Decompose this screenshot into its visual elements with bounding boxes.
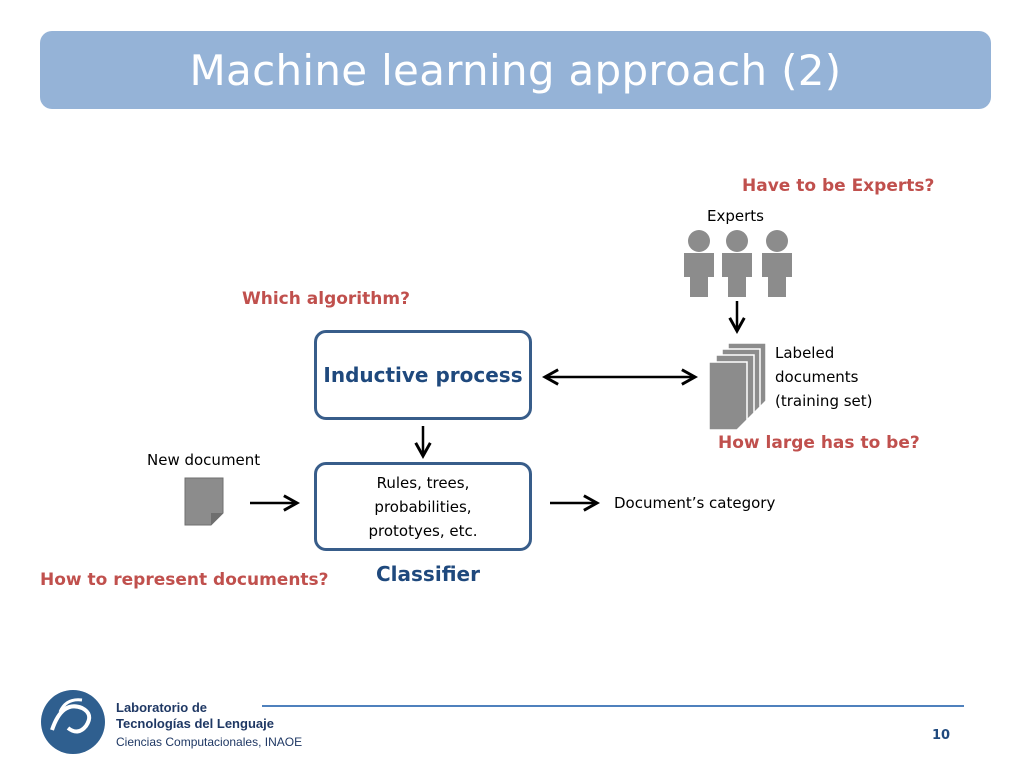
institution-name: Ciencias Computacionales, INAOE [116,735,303,749]
question-size: How large has to be? [718,433,920,453]
lab-logo-icon [41,690,105,754]
person-icon [684,230,714,297]
lab-name-line-1: Laboratorio de [116,700,208,715]
question-experts: Have to be Experts? [742,176,935,196]
document-icon [184,477,224,526]
labeled-documents-label: Labeled documents (training set) [775,341,873,413]
lab-name: Laboratorio de Tecnologías del Lenguaje [116,700,274,732]
lab-name-line-2: Tecnologías del Lenguaje [116,716,274,731]
classifier-line-3: prototyes, etc. [368,521,478,540]
question-algorithm: Which algorithm? [242,289,410,309]
inductive-process-label: Inductive process [323,363,523,387]
person-icon [722,230,752,297]
page-number: 10 [932,728,951,743]
classifier-box: Rules, trees, probabilities, prototyes, … [314,462,532,551]
classifier-line-1: Rules, trees, [376,473,470,492]
labeled-line-2: documents [775,368,859,386]
title-bar: Machine learning approach (2) [40,31,991,109]
document-stack-icon [708,342,767,431]
new-document-label: New document [147,451,261,469]
footer-divider [262,705,964,707]
classifier-label: Classifier [376,562,480,586]
labeled-line-3: (training set) [775,392,873,410]
category-label: Document’s category [614,494,776,512]
inductive-process-box: Inductive process [314,330,532,420]
question-representation: How to represent documents? [40,570,329,590]
person-icon [762,230,792,297]
classifier-line-2: probabilities, [374,497,472,516]
classifier-contents: Rules, trees, probabilities, prototyes, … [368,471,477,543]
labeled-line-1: Labeled [775,344,835,362]
slide-title: Machine learning approach (2) [189,45,842,95]
experts-label: Experts [707,207,764,225]
